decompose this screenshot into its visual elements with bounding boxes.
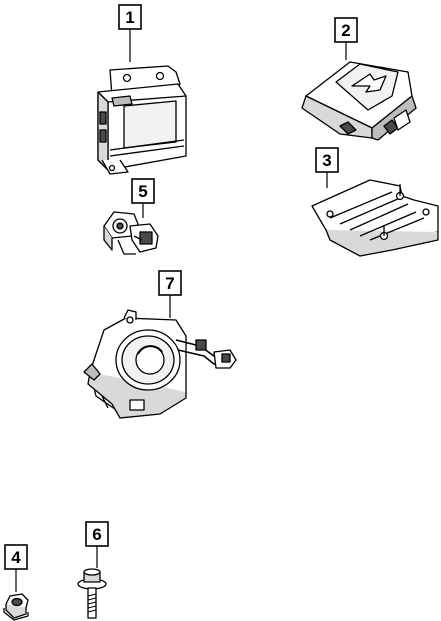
callout-1[interactable]: 1: [118, 4, 142, 30]
callout-5-label: 5: [138, 182, 147, 201]
callout-3[interactable]: 3: [315, 147, 339, 173]
callout-6-label: 6: [92, 525, 101, 544]
part-2-cover[interactable]: [301, 61, 417, 141]
callout-4-label: 4: [11, 548, 21, 567]
part-7-clockspring[interactable]: [83, 309, 237, 419]
part-4-nut[interactable]: [3, 593, 29, 621]
part-5-sensor[interactable]: [103, 211, 159, 255]
callout-4[interactable]: 4: [4, 544, 28, 570]
callout-1-label: 1: [125, 8, 134, 27]
callout-2[interactable]: 2: [334, 17, 358, 43]
part-3-bracket[interactable]: [311, 179, 439, 257]
callout-6[interactable]: 6: [85, 521, 109, 547]
part-1-control-module[interactable]: [97, 65, 187, 175]
callout-5[interactable]: 5: [131, 178, 155, 204]
part-6-bolt[interactable]: [77, 568, 107, 619]
callout-2-label: 2: [341, 21, 350, 40]
callout-7[interactable]: 7: [158, 270, 182, 296]
callout-7-label: 7: [165, 274, 174, 293]
callout-3-label: 3: [322, 151, 331, 170]
